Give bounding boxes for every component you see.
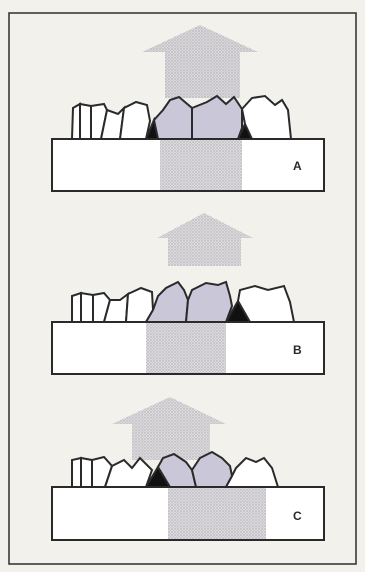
- grain: [81, 458, 92, 487]
- grain: [72, 104, 80, 139]
- panel-c-substrate-shading: [168, 488, 266, 539]
- panel-b: B: [52, 213, 324, 374]
- panel-c-upward-arrow: [112, 397, 226, 460]
- panel-b-grains: [72, 282, 294, 322]
- panel-c-grains: [72, 452, 278, 487]
- grain: [120, 102, 150, 139]
- panel-c-label: C: [293, 509, 302, 523]
- panel-a-substrate-shading: [160, 140, 242, 190]
- grain: [242, 96, 291, 139]
- panel-a-grains: [72, 96, 291, 139]
- panel-b-upward-arrow: [157, 213, 253, 266]
- grain: [154, 97, 192, 139]
- grain: [80, 104, 91, 139]
- grain: [72, 458, 81, 487]
- grain: [226, 458, 278, 487]
- grain: [105, 458, 152, 487]
- grain: [186, 282, 232, 322]
- panel-a-upward-arrow: [142, 25, 258, 98]
- panel-a-label: A: [293, 159, 302, 173]
- grain: [192, 96, 242, 139]
- panel-a: A: [52, 25, 324, 191]
- grain: [81, 293, 93, 322]
- panel-b-label: B: [293, 343, 302, 357]
- panel-c: C: [52, 397, 324, 540]
- grain: [72, 293, 81, 322]
- panel-b-substrate-shading: [146, 323, 226, 373]
- grain: [238, 286, 294, 322]
